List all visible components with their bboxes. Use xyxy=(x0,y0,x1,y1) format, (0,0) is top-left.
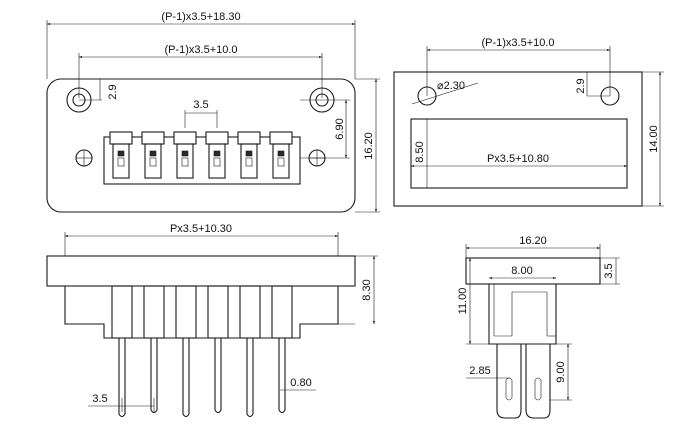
side-body xyxy=(488,284,557,345)
side-view: 16.20 8.00 3.5 11.00 2.85 xyxy=(457,235,620,419)
bottom-body-width-label: Px3.5+10.30 xyxy=(170,223,232,235)
dim-hole-offset-label: 2.9 xyxy=(107,84,119,99)
pins-row xyxy=(111,285,293,418)
front-view: (P-1)x3.5+18.30 (P-1)x3.5+10.0 2.9 xyxy=(46,11,380,213)
side-pin-right xyxy=(525,344,551,419)
side-flange-width-label: 16.20 xyxy=(519,235,547,247)
cutout-hole-left xyxy=(417,86,437,106)
contact-2 xyxy=(141,131,165,179)
pin-2 xyxy=(143,285,165,414)
front-flange-outline xyxy=(46,78,356,213)
contacts-row xyxy=(109,131,293,179)
dim-height-inner-label: 6.90 xyxy=(334,118,346,139)
bottom-flange xyxy=(46,255,356,287)
cutout-hole-diameter-label: ⌀2.30 xyxy=(437,80,465,92)
dim-total-width-label: (P-1)x3.5+18.30 xyxy=(161,11,240,23)
cutout-plate xyxy=(393,71,643,207)
cutout-window xyxy=(410,118,628,189)
pin-6 xyxy=(271,285,293,414)
side-flange xyxy=(465,257,601,285)
mounting-hole-left xyxy=(66,87,92,113)
side-pin-offset-label: 2.85 xyxy=(469,365,490,377)
pin-1 xyxy=(111,285,133,418)
bottom-pin-width-label: 0.80 xyxy=(290,377,311,389)
contact-5 xyxy=(237,131,261,179)
contact-3 xyxy=(173,131,197,179)
pin-5 xyxy=(239,285,261,418)
pin-4 xyxy=(207,285,229,414)
side-pin-left xyxy=(496,344,522,419)
side-body-width-label: 8.00 xyxy=(511,265,532,277)
pin-3 xyxy=(175,285,197,418)
contact-4 xyxy=(205,131,229,179)
side-body-height-label: 11.00 xyxy=(457,288,469,315)
dim-pitch-label: 3.5 xyxy=(193,99,208,111)
cutout-view: (P-1)x3.5+10.0 ⌀2.30 2.9 8.50 Px3.5+10.8… xyxy=(393,37,664,207)
bottom-body-height-label: 8.30 xyxy=(361,279,373,300)
connector-body xyxy=(103,136,301,185)
dim-height-total-label: 16.20 xyxy=(363,132,375,160)
side-flange-thickness-label: 3.5 xyxy=(603,263,615,278)
dim-hole-spacing-label: (P-1)x3.5+10.0 xyxy=(164,44,237,56)
bottom-body xyxy=(64,286,339,339)
cutout-height-total-label: 14.00 xyxy=(648,125,660,153)
contact-6 xyxy=(269,131,293,179)
cutout-window-width-label: Px3.5+10.80 xyxy=(487,153,549,165)
screw-left xyxy=(75,149,93,167)
bottom-pin-pitch-label: 3.5 xyxy=(92,393,107,405)
side-pin-length-label: 9.00 xyxy=(555,361,567,382)
cutout-window-height-label: 8.50 xyxy=(414,141,426,162)
cutout-hole-spacing-label: (P-1)x3.5+10.0 xyxy=(481,37,554,49)
cutout-hole-offset-label: 2.9 xyxy=(575,78,587,93)
contact-1 xyxy=(109,131,133,179)
bottom-view: Px3.5+10.30 8.30 3.5 0.80 xyxy=(46,223,378,418)
